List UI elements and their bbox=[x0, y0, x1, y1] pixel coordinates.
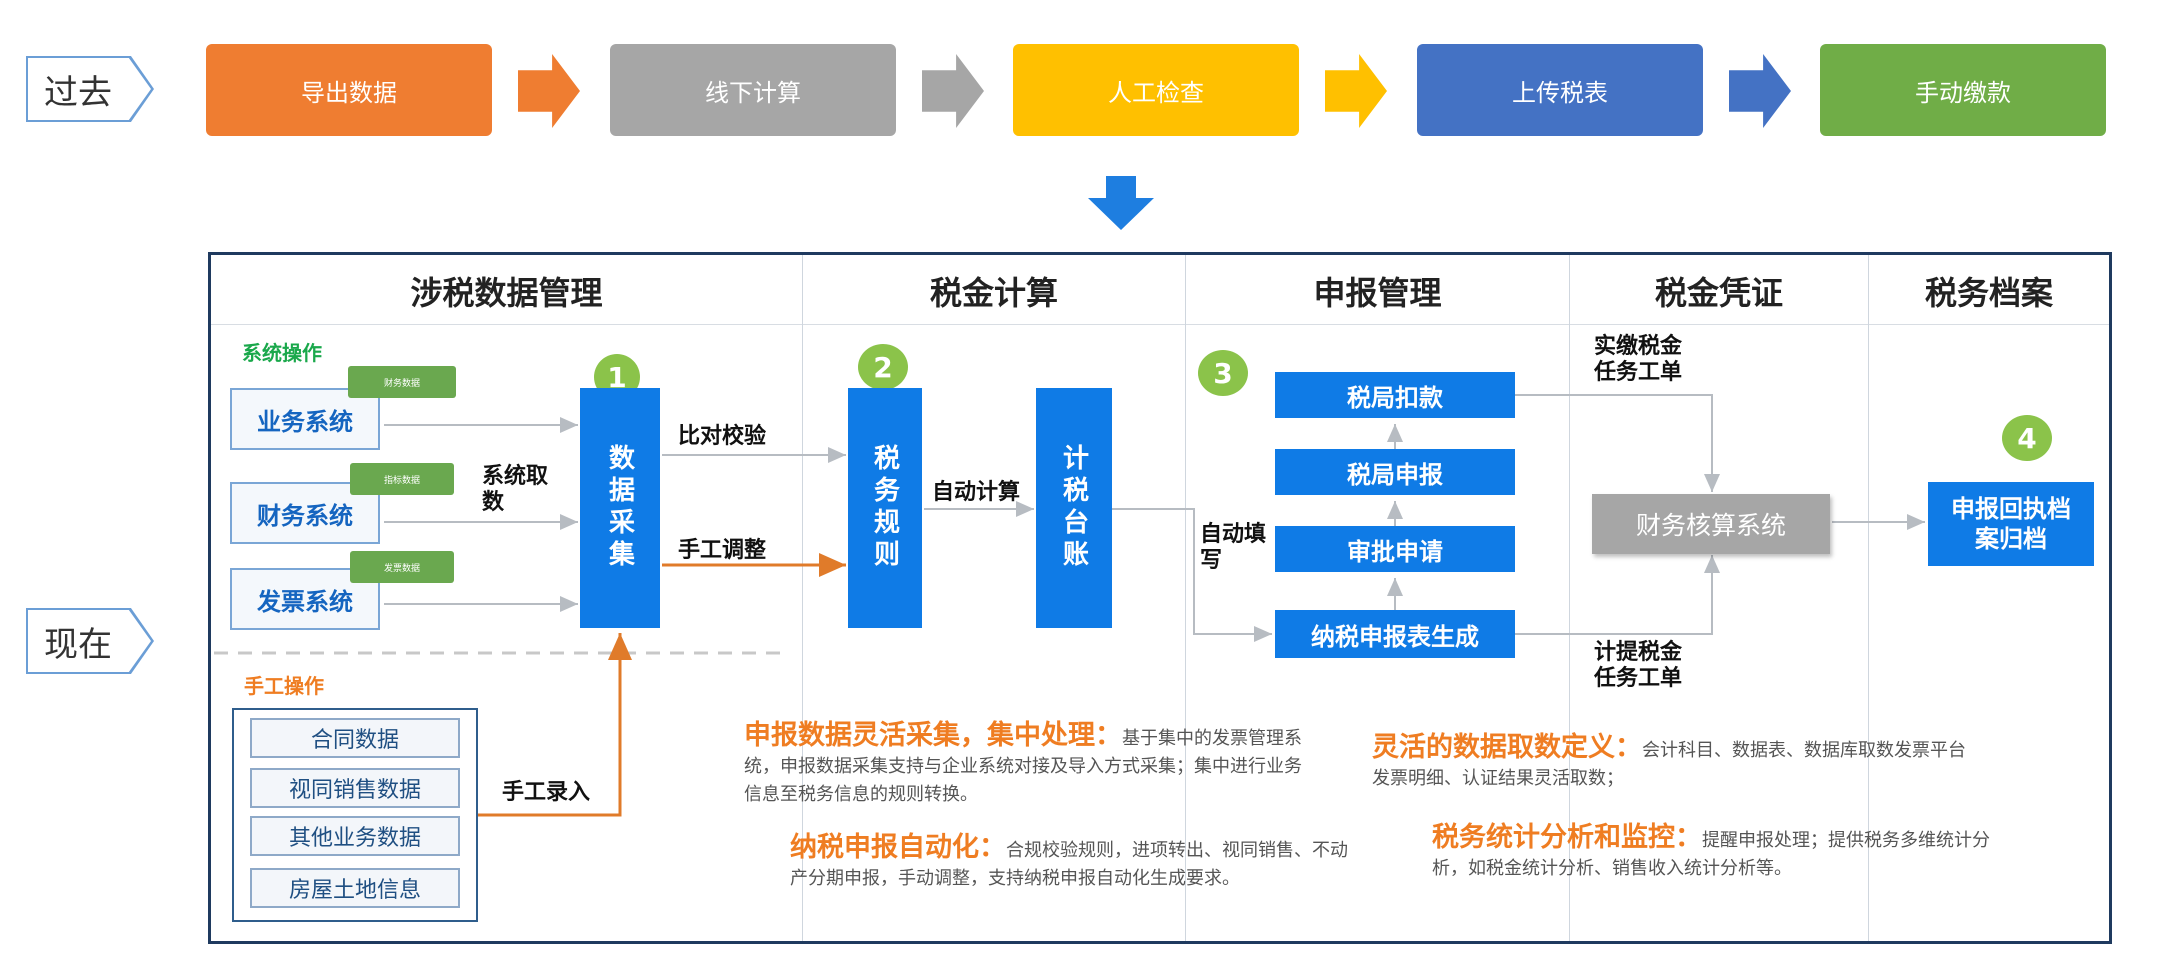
past-step-check: 人工检查 bbox=[1013, 44, 1299, 136]
step-number: 3 bbox=[1198, 350, 1248, 396]
auto-fill-label: 自动填写 bbox=[1200, 522, 1267, 573]
now-label: 现在 bbox=[44, 624, 112, 665]
past-step-calc: 线下计算 bbox=[610, 44, 896, 136]
column-divider bbox=[1868, 255, 1869, 941]
fetch-label: 系统取数 bbox=[482, 464, 549, 515]
note-flexible-fetch: 灵活的数据取数定义：会计科目、数据表、数据库取数发票平台发票明细、认证结果灵活取… bbox=[1372, 734, 1972, 793]
note-title: 税务统计分析和监控： bbox=[1432, 822, 1702, 853]
past-step-upload: 上传税表 bbox=[1417, 44, 1703, 136]
note-title: 灵活的数据取数定义： bbox=[1372, 732, 1642, 763]
receipt-archive-box: 申报回执档案归档 bbox=[1928, 482, 2094, 566]
column-divider bbox=[1569, 255, 1570, 941]
manual-item-deemed-sales: 视同销售数据 bbox=[250, 768, 460, 808]
manual-entry-label: 手工录入 bbox=[502, 780, 591, 805]
past-step-pay: 手动缴款 bbox=[1820, 44, 2106, 136]
system-ops-title: 系统操作 bbox=[242, 341, 322, 365]
tax-bureau-submit-box: 税局申报 bbox=[1275, 449, 1515, 495]
note-text: 会计科目、数据表、数据库取数发票平台发票明细、认证结果灵活取数； bbox=[1372, 740, 1966, 789]
manual-item-contract: 合同数据 bbox=[250, 718, 460, 758]
note-text: 提醒申报处理；提供税务多维统计分析，如税金统计分析、销售收入统计分析等。 bbox=[1432, 830, 1990, 879]
step-number: 4 bbox=[2002, 415, 2052, 461]
past-label: 过去 bbox=[44, 72, 112, 113]
column-header-voucher: 税金凭证 bbox=[1654, 274, 1783, 312]
column-divider bbox=[1185, 255, 1186, 941]
tax-bureau-deduct-box: 税局扣款 bbox=[1275, 372, 1515, 418]
data-collect-box: 数据采集 bbox=[580, 388, 660, 628]
note-text: 合规校验规则，进项转出、视同销售、不动产分期申报，手动调整，支持纳税申报自动化生… bbox=[790, 840, 1348, 889]
column-header-tax-calc: 税金计算 bbox=[929, 274, 1058, 312]
paid-tax-work-order-label: 实缴税金任务工单 bbox=[1594, 334, 1683, 385]
note-flexible-collection: 申报数据灵活采集，集中处理：基于集中的发票管理系统，申报数据采集支持与企业系统对… bbox=[744, 722, 1304, 809]
tax-ledger-box: 计税台账 bbox=[1036, 388, 1112, 628]
compare-label: 比对校验 bbox=[678, 424, 767, 449]
note-auto-declaration: 纳税申报自动化：合规校验规则，进项转出、视同销售、不动产分期申报，手动调整，支持… bbox=[790, 834, 1350, 893]
note-text: 基于集中的发票管理系统，申报数据采集支持与企业系统对接及导入方式采集；集中进行业… bbox=[744, 728, 1302, 805]
step-number: 2 bbox=[858, 344, 908, 390]
note-statistics-monitoring: 税务统计分析和监控：提醒申报处理；提供税务多维统计分析，如税金统计分析、销售收入… bbox=[1432, 824, 2012, 883]
auto-calc-label: 自动计算 bbox=[932, 480, 1021, 505]
source-business-system: 业务系统 bbox=[230, 388, 380, 450]
column-header-data-mgmt: 涉税数据管理 bbox=[410, 274, 603, 312]
source-tag: 财务数据 bbox=[348, 366, 456, 398]
arrow-down-icon bbox=[1088, 176, 1154, 230]
column-header-declaration: 申报管理 bbox=[1313, 274, 1442, 312]
tax-return-generate-box: 纳税申报表生成 bbox=[1275, 610, 1515, 658]
past-step-export: 导出数据 bbox=[206, 44, 492, 136]
manual-ops-title: 手工操作 bbox=[244, 674, 324, 698]
source-tag: 指标数据 bbox=[350, 463, 454, 495]
now-label-badge: 现在 bbox=[26, 608, 154, 674]
tax-rules-box: 税务规则 bbox=[848, 388, 922, 628]
source-finance-system: 财务系统 bbox=[230, 482, 380, 544]
column-divider bbox=[802, 255, 803, 941]
now-panel bbox=[208, 252, 2112, 944]
accrued-tax-work-order-label: 计提税金任务工单 bbox=[1594, 640, 1683, 691]
source-tag: 发票数据 bbox=[350, 551, 454, 583]
finance-accounting-system-box: 财务核算系统 bbox=[1592, 494, 1830, 554]
manual-item-property-land: 房屋土地信息 bbox=[250, 868, 460, 908]
manual-item-other-business: 其他业务数据 bbox=[250, 816, 460, 856]
note-title: 纳税申报自动化： bbox=[790, 832, 1006, 863]
adjust-label: 手工调整 bbox=[678, 538, 767, 563]
past-label-badge: 过去 bbox=[26, 56, 154, 122]
column-header-archive: 税务档案 bbox=[1924, 274, 2053, 312]
approval-request-box: 审批申请 bbox=[1275, 526, 1515, 572]
note-title: 申报数据灵活采集，集中处理： bbox=[744, 720, 1122, 751]
